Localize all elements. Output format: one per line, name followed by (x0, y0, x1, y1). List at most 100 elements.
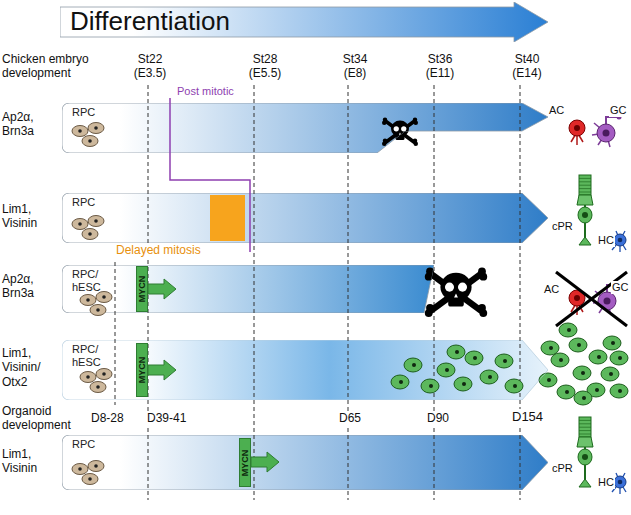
green-cell (603, 336, 621, 350)
stage-divider (115, 262, 116, 405)
cell-nucleus (96, 385, 100, 389)
stage-divider (348, 103, 349, 153)
green-cell (404, 358, 422, 372)
progenitor-cell (80, 295, 96, 306)
bone-end (426, 304, 434, 312)
cell-nucleus (603, 130, 610, 137)
cell-nucleus (102, 295, 106, 299)
row-label: Lim1, Visinin (2, 447, 60, 476)
cell-nucleus (96, 308, 100, 312)
green-cell (447, 345, 465, 359)
progenitor-cell (82, 136, 98, 147)
horizontal-cell (614, 234, 626, 246)
stage-divider (254, 340, 255, 400)
band-overlay (72, 340, 548, 400)
cell-nucleus (78, 222, 82, 226)
lineage-arrow: RPC/ hESC MYCN (62, 265, 434, 313)
skull-eye (401, 126, 406, 131)
cell-nucleus (503, 359, 507, 363)
cell-nucleus (94, 219, 98, 223)
band-overlay (72, 103, 548, 153)
bone-end (382, 121, 387, 126)
green-cell (495, 354, 513, 368)
cell-nucleus (412, 363, 416, 367)
cell-label: GC (609, 104, 628, 117)
cell-nucleus (88, 232, 92, 236)
differentiation-arrow: Differentiation (60, 2, 548, 42)
cell-nucleus (462, 382, 466, 386)
green-cell (541, 341, 548, 355)
skull-eye (394, 126, 399, 131)
lineage-arrow: RPCMYCN (62, 435, 548, 490)
green-cell (574, 391, 592, 405)
green-cell (539, 373, 548, 387)
day-label: D90 (426, 411, 450, 425)
disc-stripe (579, 423, 591, 424)
cell-nucleus (88, 477, 92, 481)
cell-nucleus (597, 355, 601, 359)
cell-nucleus (412, 363, 416, 367)
lineage-arrow: RPCDelayed mitosis (62, 193, 548, 243)
skull-eye (394, 126, 399, 131)
stage-divider (254, 103, 255, 153)
stage-divider (254, 193, 255, 243)
stage-divider (348, 193, 349, 243)
progenitor-cell (80, 295, 96, 306)
arrow-shape (62, 193, 548, 243)
arrow-shape (62, 435, 548, 490)
day-label: D39-41 (146, 411, 187, 425)
progenitor-cell (88, 123, 104, 134)
skull-icon (425, 268, 487, 317)
crossed-bone (386, 121, 415, 142)
cell-nucleus (78, 129, 82, 133)
disc-stripe (579, 420, 591, 421)
progenitor-cell (72, 219, 88, 230)
green-cell (421, 379, 439, 393)
stage-divider (520, 103, 521, 153)
skull-eye (458, 283, 467, 292)
cell-nucleus (86, 375, 90, 379)
cell-nucleus (94, 219, 98, 223)
arrow-shape (62, 265, 434, 313)
cell-type-label: RPC/ hESC (72, 268, 108, 293)
crossed-bone (386, 121, 415, 142)
progenitor-cell (88, 461, 104, 472)
stage-label: St28 (E5.5) (240, 52, 290, 81)
cell-label: GC (611, 281, 630, 294)
cell-nucleus (445, 368, 449, 372)
cell-nucleus (609, 372, 613, 376)
cell-type-label: RPC (72, 106, 108, 119)
stage-divider (520, 193, 521, 243)
green-cell (437, 363, 455, 377)
skull-head (391, 121, 409, 138)
arrow-outline (62, 265, 434, 313)
arrow-outline (62, 340, 548, 400)
mycn-arrow (251, 452, 279, 472)
cell-label: cPR (551, 462, 574, 475)
gene-label: MYCN (137, 276, 147, 303)
cell-nucleus (473, 356, 477, 360)
cell-label: AC (548, 104, 565, 117)
green-cell (557, 385, 575, 399)
progenitor-cell (72, 126, 88, 137)
cell-nucleus (102, 295, 106, 299)
cell-nucleus (503, 359, 507, 363)
disc-stripe (579, 434, 591, 435)
disc-stripe (579, 427, 591, 428)
mycn-arrow (148, 279, 176, 299)
skull-head (391, 121, 409, 138)
stage-divider (434, 193, 435, 243)
cell-nucleus (488, 375, 492, 379)
progenitor-cell (96, 369, 112, 380)
arrow-shape (62, 103, 548, 153)
bone-end (414, 142, 419, 147)
bone-end (382, 142, 387, 147)
green-cell (505, 379, 523, 393)
row-label: Lim1, Visinin/ Otx2 (2, 346, 58, 389)
cell-nucleus (429, 384, 433, 388)
ganglion-cell (597, 124, 615, 142)
cell-nucleus (78, 222, 82, 226)
skull-eye (445, 283, 454, 292)
progenitor-cell (90, 305, 106, 316)
arrow-outline (62, 103, 548, 153)
